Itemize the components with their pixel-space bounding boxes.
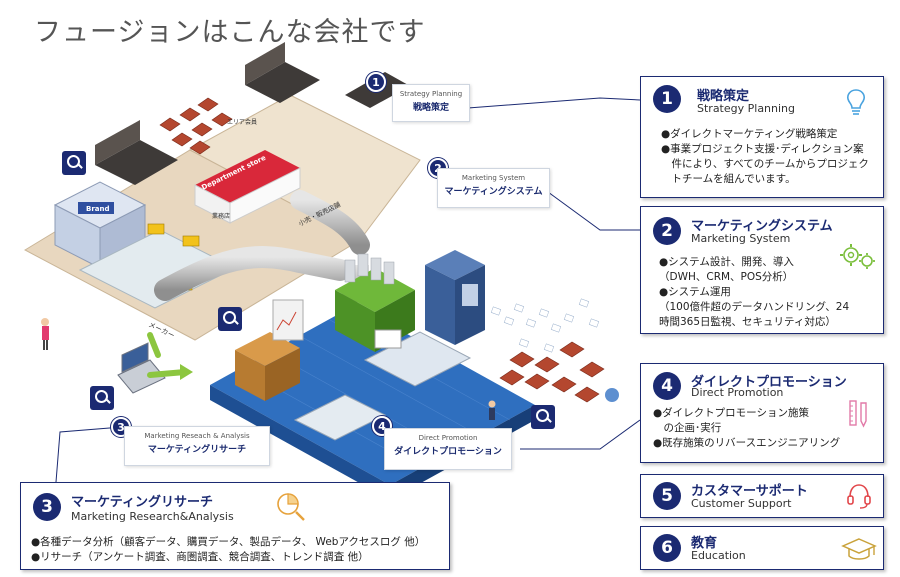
panel-line: ●既存施策のリバースエンジニアリング — [653, 437, 841, 449]
panel-line: ●システム設計、開発、導入 — [659, 256, 794, 268]
tag-jp: マーケティングリサーチ — [147, 445, 247, 455]
panel-marketing-system: 2 マーケティングシステム Marketing System ●システム設計、開… — [640, 206, 884, 334]
panel-title-jp: カスタマーサポート — [691, 484, 808, 499]
lightbulb-icon — [847, 89, 865, 115]
department-store — [195, 150, 300, 203]
panel-number: 5 — [653, 482, 681, 510]
panel-title-en: Marketing System — [691, 232, 791, 245]
panel-line: トチームを組んでいます。 — [661, 173, 796, 185]
label-eria: エリア会員 — [227, 118, 257, 126]
panel-line: ●各種データ分析（顧客データ、購買データ、製品データ、 Webアクセスログ 他） — [31, 536, 426, 548]
analysis-chart-icon — [277, 493, 305, 521]
panel-education: 6 教育 Education — [640, 526, 884, 570]
magnifier-icon[interactable] — [90, 386, 114, 410]
panel-strategy-planning: 1 戦略策定 Strategy Planning ●ダイレクトマーケティング戦略… — [640, 76, 884, 198]
ruler-pencil-icon — [849, 400, 867, 428]
tag-en: Strategy Planning — [399, 90, 463, 98]
panel-title-en: Customer Support — [691, 497, 792, 510]
panel-line: ●ダイレクトプロモーション施策 — [653, 407, 809, 419]
tag-jp: 戦略策定 — [412, 103, 449, 113]
tag-en: Marketing System — [461, 174, 526, 182]
tag-en: Marketing Reseach & Analysis — [144, 432, 250, 440]
page-title: フュージョンはこんな会社です — [34, 17, 426, 48]
panel-title-jp: 戦略策定 — [697, 89, 750, 104]
gears-icon — [840, 244, 875, 269]
panel-number: 6 — [653, 534, 681, 562]
panel-line: 件により、すべてのチームからプロジェク — [661, 158, 869, 170]
panel-number: 3 — [33, 493, 61, 521]
panel-title-en: Strategy Planning — [697, 102, 796, 115]
panel-title-jp: 教育 — [691, 536, 718, 551]
scene-badge-1: 1 — [366, 72, 386, 92]
panel-title-en: Education — [691, 549, 746, 562]
tag-jp: マーケティングシステム — [444, 187, 543, 197]
panel-number: 2 — [653, 217, 681, 245]
panel-number: 1 — [653, 85, 681, 113]
graduation-cap-icon — [841, 538, 877, 560]
magnifier-icon[interactable] — [218, 307, 242, 331]
magnifier-icon[interactable] — [62, 151, 86, 175]
panel-line: ●事業プロジェクト支援･ディレクション案 — [661, 143, 864, 155]
panel-title-jp: ダイレクトプロモーション — [691, 375, 847, 390]
panel-title-en: Marketing Research&Analysis — [71, 510, 234, 523]
panel-line: の企画･実行 — [653, 422, 722, 434]
headset-icon — [847, 484, 871, 509]
panel-line: （100億件超のデータハンドリング、24 — [659, 301, 850, 313]
tag-strategy-planning[interactable]: Strategy Planning 戦略策定 — [392, 84, 470, 122]
panel-direct-promotion: 4 ダイレクトプロモーション Direct Promotion ●ダイレクトプロ… — [640, 363, 884, 463]
panel-number: 4 — [653, 372, 681, 400]
panel-line: ●システム運用 — [659, 286, 731, 298]
panel-line: ●ダイレクトマーケティング戦略策定 — [661, 128, 838, 140]
magnifier-icon[interactable] — [531, 405, 555, 429]
tag-marketing-research[interactable]: Marketing Reseach & Analysis マーケティングリサーチ — [124, 426, 270, 466]
connector-lines — [55, 97, 641, 483]
panel-title-jp: マーケティングシステム — [691, 219, 833, 234]
tag-en: Direct Promotion — [418, 434, 478, 442]
tag-jp: ダイレクトプロモーション — [394, 447, 502, 457]
panel-line: 時間365日監視、セキュリティ対応） — [659, 316, 836, 328]
label-brand: Brand — [86, 205, 110, 213]
tag-direct-promotion[interactable]: Direct Promotion ダイレクトプロモーション — [384, 428, 512, 470]
panel-title-jp: マーケティングリサーチ — [71, 495, 213, 510]
panel-line: ●リサーチ（アンケート調査、商圏調査、競合調査、トレンド調査 他） — [31, 551, 369, 563]
tag-marketing-system[interactable]: Marketing System マーケティングシステム — [437, 168, 550, 208]
label-gyomu: 業務店 — [212, 212, 230, 220]
panel-title-en: Direct Promotion — [691, 386, 784, 399]
panel-marketing-research: 3 マーケティングリサーチ Marketing Research&Analysi… — [20, 482, 450, 570]
panel-customer-support: 5 カスタマーサポート Customer Support — [640, 474, 884, 518]
panel-line: （DWH、CRM、POS分析） — [659, 271, 794, 283]
